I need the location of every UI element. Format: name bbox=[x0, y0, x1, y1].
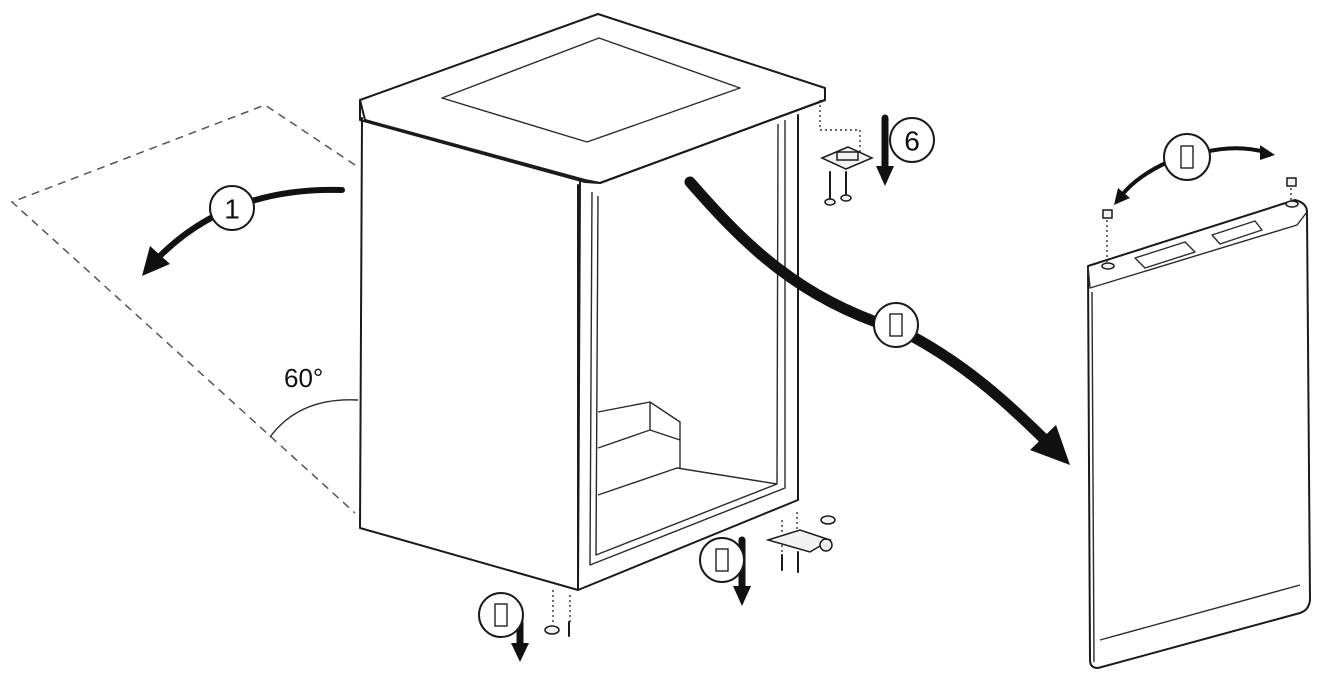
angle-arc bbox=[269, 399, 359, 438]
door-pin-left bbox=[1101, 209, 1115, 270]
door-pin-right bbox=[1285, 177, 1299, 208]
step-badge-6: 6 bbox=[889, 117, 935, 163]
angle-label: 60° bbox=[284, 363, 323, 393]
hinge-icon bbox=[819, 538, 833, 552]
arrow-pin-swap bbox=[1114, 145, 1275, 205]
step-badge-feet bbox=[478, 592, 524, 638]
step-badge-1: 1 bbox=[209, 185, 255, 231]
empty-box-glyph-icon bbox=[715, 548, 729, 572]
step-badge-door-remove bbox=[873, 302, 919, 348]
arrow-step-6 bbox=[876, 114, 894, 186]
bottom-hinge-assembly bbox=[765, 512, 836, 573]
empty-box-glyph-icon bbox=[889, 313, 903, 337]
empty-box-glyph-icon bbox=[1180, 145, 1194, 169]
step-badge-bottom-hinge bbox=[699, 537, 745, 583]
top-hinge-assembly bbox=[819, 100, 874, 206]
empty-box-glyph-icon bbox=[494, 603, 508, 627]
step-1-label: 1 bbox=[224, 194, 240, 225]
step-badge-pin-swap bbox=[1163, 133, 1211, 181]
foot-screws bbox=[544, 590, 571, 637]
step-6-label: 6 bbox=[904, 126, 920, 157]
fridge-cabinet bbox=[359, 13, 826, 591]
door-swing-outline bbox=[10, 104, 356, 514]
screw-icon bbox=[824, 171, 852, 206]
fridge-door bbox=[1087, 177, 1311, 669]
